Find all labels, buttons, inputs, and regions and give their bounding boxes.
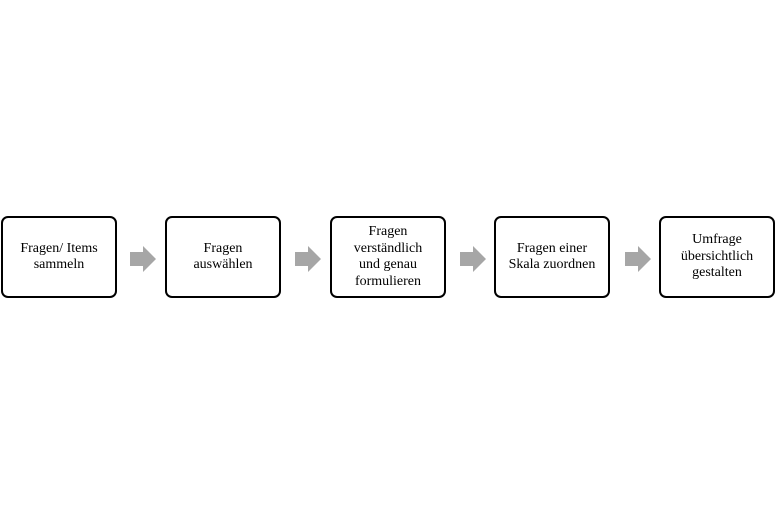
right-arrow-shape: [625, 246, 651, 272]
right-arrow-shape: [295, 246, 321, 272]
step-label: Fragen/ Items sammeln: [20, 240, 98, 273]
right-arrow-icon: [625, 246, 651, 272]
process-step-5: Umfrage übersichtlich gestalten: [659, 216, 775, 298]
process-step-1: Fragen/ Items sammeln: [1, 216, 117, 298]
step-label: Fragen verständlich und genau formuliere…: [353, 224, 423, 289]
right-arrow-shape: [130, 246, 156, 272]
right-arrow-icon: [295, 246, 321, 272]
process-step-4: Fragen einer Skala zuordnen: [494, 216, 610, 298]
process-step-3: Fragen verständlich und genau formuliere…: [330, 216, 446, 298]
step-label: Fragen einer Skala zuordnen: [508, 240, 596, 273]
step-label: Fragen auswählen: [193, 240, 253, 273]
right-arrow-shape: [460, 246, 486, 272]
process-step-2: Fragen auswählen: [165, 216, 281, 298]
process-flow: Fragen/ Items sammeln Fragen auswählen F…: [0, 216, 780, 302]
step-label: Umfrage übersichtlich gestalten: [680, 232, 754, 281]
right-arrow-icon: [460, 246, 486, 272]
right-arrow-icon: [130, 246, 156, 272]
